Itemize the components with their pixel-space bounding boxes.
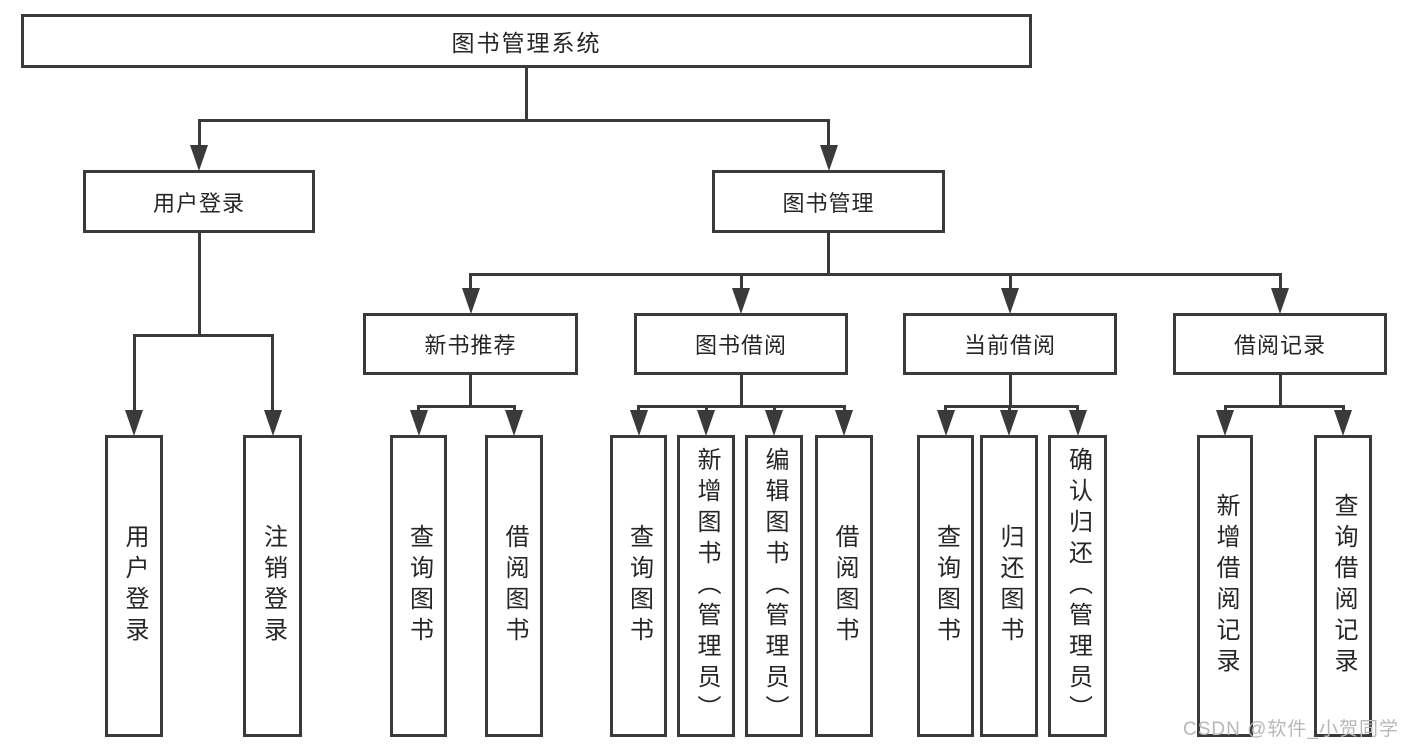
node-new-book-recommend: 新书推荐 <box>363 313 578 375</box>
connector-new-book-recommend <box>417 405 516 408</box>
connector-root <box>197 119 830 122</box>
connector-book-management <box>469 273 1282 276</box>
connector-book-management-to-current-borrow <box>1008 273 1012 288</box>
arrowhead-book-management-to-book-borrow <box>732 288 750 314</box>
node-label: 用户登录 <box>121 524 148 648</box>
node-leaf-query-borrow-record: 查询借阅记录 <box>1314 435 1372 737</box>
arrowhead-borrow-records-to-leaf-add-borrow-record <box>1216 410 1234 436</box>
connector-current-borrow <box>1008 375 1012 408</box>
node-label: 归还图书 <box>996 524 1023 648</box>
arrowhead-book-borrow-to-leaf-edit-book-admin <box>765 410 783 436</box>
arrowhead-borrow-records-to-leaf-query-borrow-record <box>1334 410 1352 436</box>
connector-user-login <box>197 233 201 337</box>
node-label: 查询借阅记录 <box>1330 493 1357 679</box>
node-label: 新增图书（管理员） <box>693 446 720 726</box>
connector-user-login-to-leaf-user-login <box>132 334 136 410</box>
node-label: 当前借阅 <box>963 333 1056 358</box>
connector-root <box>525 68 528 122</box>
node-leaf-return-book: 归还图书 <box>980 435 1038 737</box>
node-leaf-query-book-1: 查询图书 <box>390 435 447 737</box>
connector-new-book-recommend-to-leaf-query-book-1 <box>417 405 420 410</box>
node-label: 编辑图书（管理员） <box>761 446 788 726</box>
node-root: 图书管理系统 <box>21 14 1032 68</box>
arrowhead-book-management-to-new-book-recommend <box>461 288 480 314</box>
node-leaf-query-book-2: 查询图书 <box>610 435 667 737</box>
node-leaf-edit-book-admin: 编辑图书（管理员） <box>745 435 803 737</box>
node-label: 图书管理 <box>782 190 875 216</box>
node-leaf-query-book-3: 查询图书 <box>917 435 974 737</box>
node-leaf-user-login: 用户登录 <box>105 435 163 737</box>
connector-book-borrow-to-leaf-query-book-2 <box>637 405 640 410</box>
arrowhead-root-to-book-management <box>819 145 838 171</box>
node-label: 图书借阅 <box>694 333 787 358</box>
connector-current-borrow-to-leaf-query-book-3 <box>944 405 947 410</box>
node-borrow-records: 借阅记录 <box>1173 313 1387 375</box>
node-book-borrow: 图书借阅 <box>634 313 848 375</box>
arrowhead-user-login-to-leaf-logout <box>263 410 282 436</box>
node-leaf-borrow-book-2: 借阅图书 <box>815 435 873 737</box>
connector-book-management <box>827 233 830 276</box>
connector-borrow-records <box>1223 405 1345 408</box>
connector-book-management-to-borrow-records <box>1278 273 1282 288</box>
node-leaf-confirm-return: 确认归还（管理员） <box>1048 435 1107 737</box>
connector-book-management-to-new-book-recommend <box>469 273 472 288</box>
arrowhead-book-borrow-to-leaf-query-book-2 <box>629 410 648 436</box>
node-current-borrow: 当前借阅 <box>903 313 1117 375</box>
connector-root-to-user-login <box>197 119 201 145</box>
node-label: 新增借阅记录 <box>1212 493 1239 679</box>
node-label: 查询图书 <box>625 524 653 648</box>
node-user-login: 用户登录 <box>83 170 315 233</box>
connector-user-login-to-leaf-logout <box>271 334 274 410</box>
connector-new-book-recommend-to-leaf-borrow-book-1 <box>512 405 516 410</box>
connector-book-borrow <box>637 405 846 408</box>
arrowhead-current-borrow-to-leaf-return-book <box>1000 410 1018 436</box>
arrowhead-current-borrow-to-leaf-confirm-return <box>1068 410 1087 436</box>
connector-new-book-recommend <box>469 375 472 408</box>
node-label: 用户登录 <box>152 190 245 216</box>
arrowhead-new-book-recommend-to-leaf-query-book-1 <box>409 410 428 436</box>
connector-current-borrow-to-leaf-confirm-return <box>1076 405 1079 410</box>
connector-book-borrow-to-leaf-add-book-admin <box>704 405 708 410</box>
node-label: 新书推荐 <box>424 333 517 358</box>
node-label: 查询图书 <box>405 524 433 648</box>
node-leaf-add-book-admin: 新增图书（管理员） <box>677 435 735 737</box>
connector-current-borrow <box>944 405 1079 408</box>
node-leaf-logout: 注销登录 <box>243 435 302 737</box>
arrowhead-user-login-to-leaf-user-login <box>125 410 143 436</box>
connector-borrow-records <box>1278 375 1282 408</box>
arrowhead-book-management-to-borrow-records <box>1271 288 1289 314</box>
arrowhead-book-borrow-to-leaf-borrow-book-2 <box>835 410 853 436</box>
connector-book-borrow-to-leaf-borrow-book-2 <box>842 405 846 410</box>
node-label: 图书管理系统 <box>451 30 602 56</box>
node-leaf-borrow-book-1: 借阅图书 <box>485 435 543 737</box>
arrowhead-root-to-user-login <box>190 145 208 171</box>
connector-book-borrow <box>739 375 743 408</box>
arrowhead-current-borrow-to-leaf-query-book-3 <box>936 410 955 436</box>
arrowhead-new-book-recommend-to-leaf-borrow-book-1 <box>505 410 523 436</box>
node-label: 借阅记录 <box>1233 333 1326 358</box>
node-book-management: 图书管理 <box>712 170 945 233</box>
connector-current-borrow-to-leaf-return-book <box>1007 405 1011 410</box>
node-label: 注销登录 <box>259 524 287 648</box>
connector-user-login <box>132 334 274 337</box>
connector-borrow-records-to-leaf-add-borrow-record <box>1223 405 1227 410</box>
connector-borrow-records-to-leaf-query-borrow-record <box>1341 405 1345 410</box>
connector-book-borrow-to-leaf-edit-book-admin <box>772 405 776 410</box>
node-label: 确认归还（管理员） <box>1064 446 1092 726</box>
node-label: 查询图书 <box>932 524 960 648</box>
connector-book-management-to-book-borrow <box>739 273 743 288</box>
node-label: 借阅图书 <box>501 524 528 648</box>
node-label: 借阅图书 <box>831 524 858 648</box>
arrowhead-book-management-to-current-borrow <box>1001 288 1019 314</box>
connector-root-to-book-management <box>827 119 830 145</box>
arrowhead-book-borrow-to-leaf-add-book-admin <box>697 410 715 436</box>
watermark: CSDN @软件_小贺同学 <box>1183 719 1399 740</box>
node-leaf-add-borrow-record: 新增借阅记录 <box>1197 435 1253 737</box>
